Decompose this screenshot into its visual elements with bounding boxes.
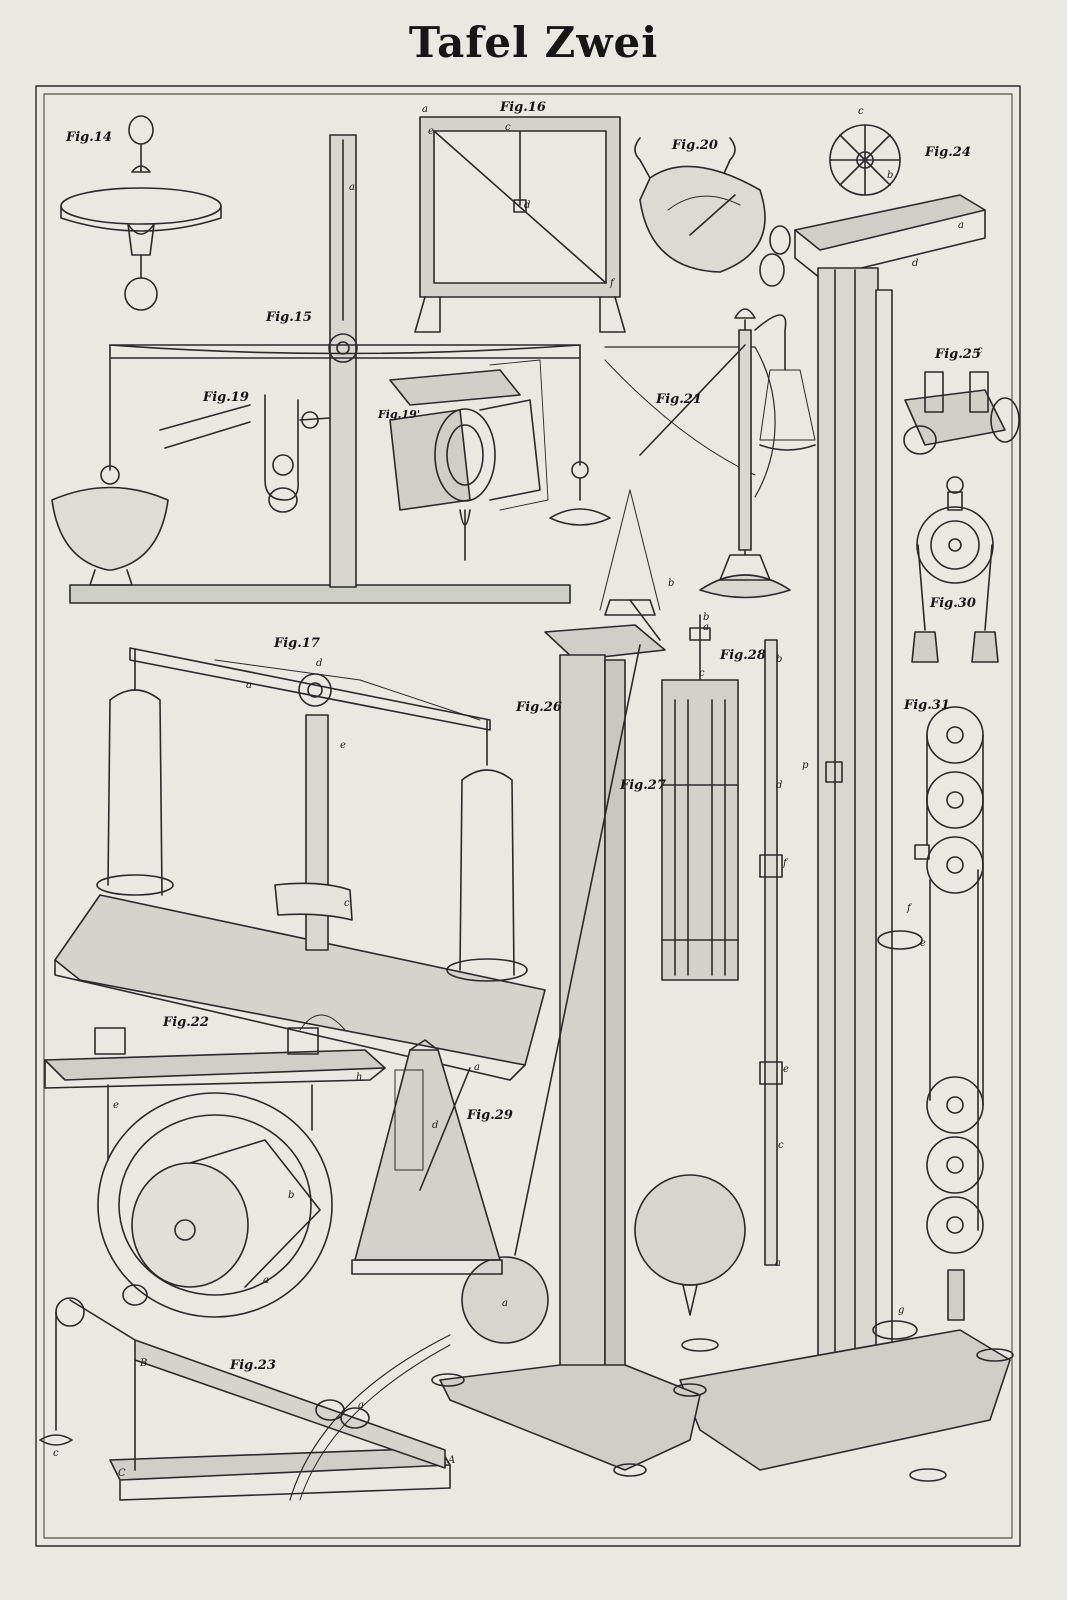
reference-letter: a [246,680,252,691]
figure-label: Fig.16 [500,100,546,115]
hook-detail [159,394,331,513]
atwood-machine [679,124,1014,1482]
figure-label: Fig.22 [163,1015,209,1030]
reference-letter: b [703,612,710,623]
metronome [351,1039,503,1275]
reference-letter: f [907,903,911,914]
figure-label: Fig.20 [672,138,718,153]
reference-letter: b [887,170,894,181]
plate-title: Tafel Zwei [408,18,659,67]
reference-letter: d [432,1120,439,1131]
knife-edge-bearing [389,359,549,561]
reference-letter: e [340,740,346,751]
reference-letter: c [858,106,864,117]
beam-balance [51,134,611,604]
reference-letter: b [776,654,783,665]
figure-label: Fig.26 [516,700,562,715]
figure-label: Fig.21 [656,392,702,407]
reference-letter: a [703,622,709,633]
gridiron-pendulum [634,614,746,1316]
reference-letter: a [358,1400,364,1411]
reference-letter: e [920,938,926,949]
single-pulley [911,476,999,663]
pendulum-stand [431,489,707,1477]
reference-letter: a [422,104,428,115]
reference-letter: c [699,668,705,679]
pulley-block [914,706,984,1321]
pendulum-rod [461,644,641,1344]
figure-label: Fig.28 [720,648,766,663]
reference-letter: e [113,1100,119,1111]
spinning-top [60,115,222,311]
reference-letter: e [783,1064,789,1075]
reference-letter: f [783,858,787,869]
figure-label: Fig.19 [203,390,249,405]
reference-letter: g [898,1305,905,1316]
reference-letter: p [802,760,809,771]
reference-letter: d [776,780,783,791]
figure-label: Fig.19' [378,408,421,421]
figure-label: Fig.31 [904,698,950,713]
reference-letter: h [356,1072,363,1083]
plate-border [35,85,1021,1547]
figure-label: Fig.15 [266,310,312,325]
figure-label: Fig.14 [66,130,112,145]
reference-letter: C [118,1468,126,1479]
pan-scale [54,647,546,1081]
compensation-rod [759,639,783,1266]
reference-letter: c [778,1140,784,1151]
figure-label: Fig.23 [230,1358,276,1373]
quadrant-balance [604,308,816,599]
reference-letter: a [958,220,964,231]
figure-label: Fig.24 [925,145,971,160]
reference-letter: c [505,122,511,133]
figure-label: Fig.30 [930,596,976,611]
reference-letter: b [668,578,675,589]
reference-letter: a [502,1298,508,1309]
reference-letter: d [316,658,323,669]
wheel-and-axle [44,1014,386,1318]
figure-label: Fig.25 [935,347,981,362]
reference-letter: a [263,1275,269,1286]
reference-letter: a [775,1258,781,1269]
inclined-plane [39,1297,451,1501]
reference-letter: b [288,1190,295,1201]
figure-label: Fig.17 [274,636,320,651]
reference-letter: f [610,278,614,289]
reference-letter: c [53,1448,59,1459]
pulley-bracket [903,371,1020,455]
reference-letter: A [448,1455,456,1466]
spring-scale [634,137,791,287]
figure-label: Fig.29 [467,1108,513,1123]
reference-letter: c [344,898,350,909]
reference-letter: a [474,1062,480,1073]
reference-letter: c [977,345,983,356]
reference-letter: e [428,126,434,137]
figure-label: Fig.27 [620,778,666,793]
reference-letter: d [524,200,531,211]
plumb-frame [414,116,626,333]
reference-letter: B [140,1358,148,1369]
reference-letter: d [912,258,919,269]
reference-letter: a [349,182,355,193]
